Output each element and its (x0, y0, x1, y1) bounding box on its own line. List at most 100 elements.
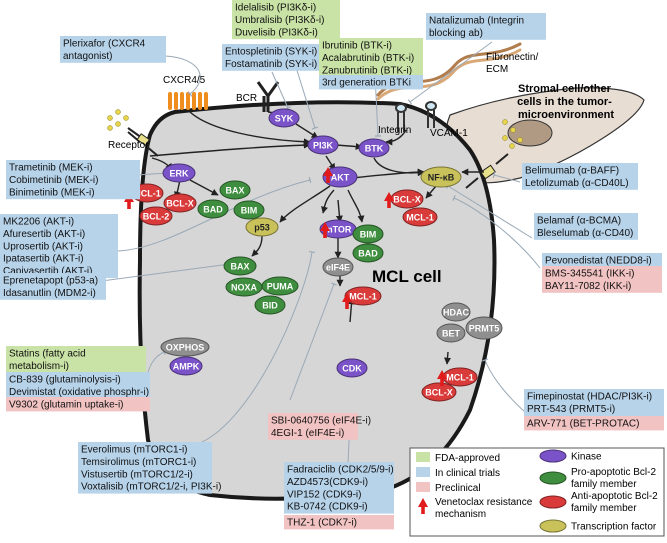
legend-red-arrow-icon (418, 498, 428, 514)
drug-box-text: Belamaf (α-BCMA)Bleselumab (α-CD40) (537, 216, 633, 239)
drug-box-text: 3rd generation BTKi (322, 78, 411, 89)
node-cdk: CDK (336, 358, 368, 378)
drug-box-text: THZ-1 (CDK7-i) (287, 518, 357, 529)
drug-box-text: CB-839 (glutaminolysis-i)Devimistat (oxi… (9, 375, 149, 398)
node-ampk: AMPK (169, 356, 203, 376)
drug-box-bcma: Belamaf (α-BCMA)Bleselumab (α-CD40) (534, 213, 638, 240)
node-label-bim2: BIM (360, 230, 377, 240)
legend-label-preclinical: Preclinical (435, 483, 481, 494)
drug-box-nedd-pre: BMS-345541 (IKK-i)BAY11-7082 (IKK-i) (542, 266, 662, 293)
node-hdac: HDAC (441, 302, 471, 322)
drug-box-text: Idelalisib (PI3Kδ-i)Umbralisib (PI3Kδ-i)… (235, 3, 324, 39)
legend-ellipse-kinase (539, 449, 567, 463)
node-label-bax2: BAX (230, 262, 249, 272)
node-label-cdk: CDK (342, 364, 362, 374)
drug-box-eif4e-pre: SBI-0640756 (eIF4E-i)4EGI-1 (eIF4E-i) (268, 413, 371, 440)
red-up-arrow-icon (124, 193, 134, 209)
ligand-dots (107, 109, 523, 149)
red-up-arrow-icon (323, 167, 333, 183)
node-label-mcl1c: MCL-1 (349, 292, 377, 302)
node-bclxa: BCL-X (163, 193, 197, 213)
node-bclxb: BCL-X (390, 189, 424, 209)
cxcr-receptor-icon (168, 92, 208, 110)
node-pi3k: PI3K (307, 135, 339, 155)
drug-box-text: Belimumab (α-BAFF)Letolizumab (α-CD40L) (525, 166, 629, 189)
node-label-bclxd: BCL-X (425, 388, 453, 398)
node-bad2: BAD (352, 243, 384, 263)
node-oxphos: OXPHOS (160, 337, 210, 357)
legend: FDA-approved In clinical trialsPreclinica… (409, 447, 665, 537)
node-label-bcl2a: BCL-2 (143, 212, 170, 222)
drug-box-baff: Belimumab (α-BAFF)Letolizumab (α-CD40L) (522, 163, 638, 190)
fibronectin-label: Fibronectin/ ECM (486, 52, 541, 75)
drug-box-text: Fadraciclib (CDK2/5/9-i)AZD4573(CDK9-i)V… (287, 465, 394, 513)
node-label-mcl1d: MCL-1 (446, 373, 474, 383)
node-label-oxphos: OXPHOS (166, 343, 205, 353)
node-label-pi3k: PI3K (313, 141, 334, 151)
drug-box-text: Entospletinib (SYK-i)Fostamatinib (SYK-i… (225, 47, 317, 70)
receptor-icon (127, 127, 159, 157)
drug-box-p53: Eprenetapopt (p53-a)Idasanutlin (MDM2-i) (0, 273, 106, 300)
drug-box-text: SBI-0640756 (eIF4E-i)4EGI-1 (eIF4E-i) (271, 416, 371, 439)
legend-ellipse-tf (539, 519, 567, 533)
drug-box-hdac-pre: ARV-771 (BET-PROTAC) (524, 416, 664, 431)
node-label-hdac: HDAC (443, 308, 469, 318)
node-label-bad1: BAD (203, 205, 223, 215)
cell-title: MCL cell (372, 267, 442, 286)
node-label-bax1: BAX (225, 186, 244, 196)
legend-swatch-clinical (416, 467, 430, 477)
drug-box-text: V9302 (glutamin uptake-i) (9, 400, 124, 411)
node-label-btk: BTK (365, 144, 384, 154)
node-label-akt: AKT (331, 173, 350, 183)
node-label-p53: p53 (254, 223, 270, 233)
legend-label-fda: FDA-approved (435, 453, 500, 464)
node-label-bad2: BAD (358, 249, 378, 259)
bcr-receptor-icon (256, 81, 280, 112)
venetoclax-resistance-arrows (124, 167, 447, 386)
legend-ellipse-pro (539, 471, 567, 485)
drug-box-text: Eprenetapopt (p53-a)Idasanutlin (MDM2-i) (3, 276, 98, 299)
drug-box-akt: MK2206 (AKT-i)Afuresertib (AKT-i)Uproser… (0, 214, 118, 278)
node-bax1: BAX (219, 180, 251, 200)
node-puma: PUMA (261, 276, 299, 296)
drug-box-v9302: V9302 (glutamin uptake-i) (6, 397, 150, 412)
node-label-puma: PUMA (267, 282, 294, 292)
node-label-eif4e: eIF4E (326, 263, 350, 273)
stromal-nucleus (507, 119, 553, 147)
cxcr-label: CXCR4/5 (163, 75, 206, 86)
drug-box-cdk-pre: THZ-1 (CDK7-i) (284, 515, 394, 530)
node-label-mtor: mTOR (325, 225, 352, 235)
node-nfkb: NF-κB (420, 166, 462, 188)
red-up-arrow-icon (342, 293, 352, 309)
node-label-bet: BET (442, 329, 461, 339)
drug-box-cb839: CB-839 (glutaminolysis-i)Devimistat (oxi… (6, 372, 150, 399)
drug-box-mtorc: Everolimus (mTORC1-i)Temsirolimus (mTORC… (78, 442, 221, 494)
node-label-mcl1b: MCL-1 (406, 213, 434, 223)
node-bax2: BAX (223, 256, 257, 276)
red-up-arrow-icon (384, 192, 394, 208)
drug-box-nedd-trial: Pevonedistat (NEDD8-i) (542, 253, 662, 268)
bcr-label: BCR (236, 93, 257, 104)
node-label-syk: SYK (275, 114, 294, 124)
node-mcl1b: MCL-1 (402, 207, 438, 227)
baff-receptor-icon (465, 153, 509, 189)
drug-box-btk-fda: Ibrutinib (BTK-i)Acalabrutinib (BTK-i)Za… (319, 38, 423, 78)
red-up-arrow-icon (320, 222, 330, 238)
inhibition-lines (93, 41, 541, 506)
receptor-label: Receptor (108, 140, 149, 151)
node-bet: BET (436, 323, 466, 343)
red-up-arrow-icon (437, 370, 447, 386)
node-akt: AKT (322, 166, 358, 188)
drug-box-text: Ibrutinib (BTK-i)Acalabrutinib (BTK-i)Za… (322, 41, 414, 77)
node-label-bclxa: BCL-X (166, 199, 194, 209)
drug-box-text: MK2206 (AKT-i)Afuresertib (AKT-i)Uproser… (3, 217, 92, 278)
legend-label-clinical: In clinical trials (435, 468, 500, 479)
legend-swatch-fda (416, 452, 430, 462)
node-label-erk: ERK (169, 169, 189, 179)
